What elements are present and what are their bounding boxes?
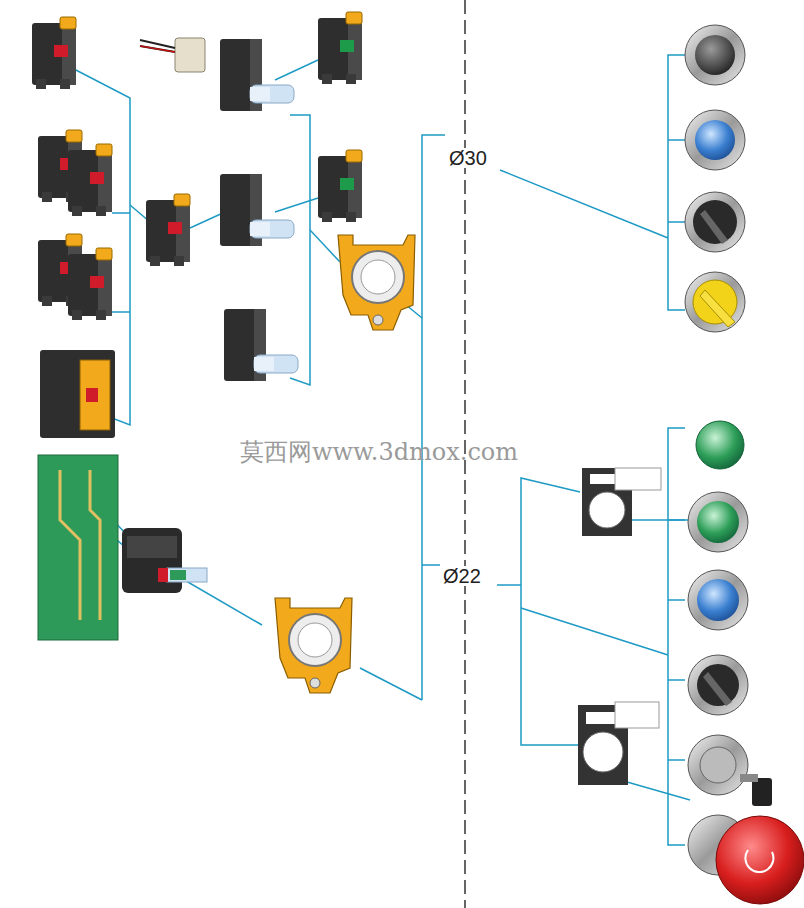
mounting-collar xyxy=(275,598,352,693)
operator-heads-30 xyxy=(685,25,745,332)
dimension-label: Ø22 xyxy=(443,566,481,586)
watermark: 莫西网www.3dmox.com xyxy=(240,440,518,464)
legend-holders xyxy=(578,468,661,785)
mounting-collar xyxy=(338,235,415,330)
contact-blocks xyxy=(32,12,362,438)
leader-lines xyxy=(72,55,690,845)
printed-circuit-board xyxy=(38,455,207,640)
dimension-label: Ø30 xyxy=(449,148,487,168)
operator-heads-22 xyxy=(688,421,804,904)
